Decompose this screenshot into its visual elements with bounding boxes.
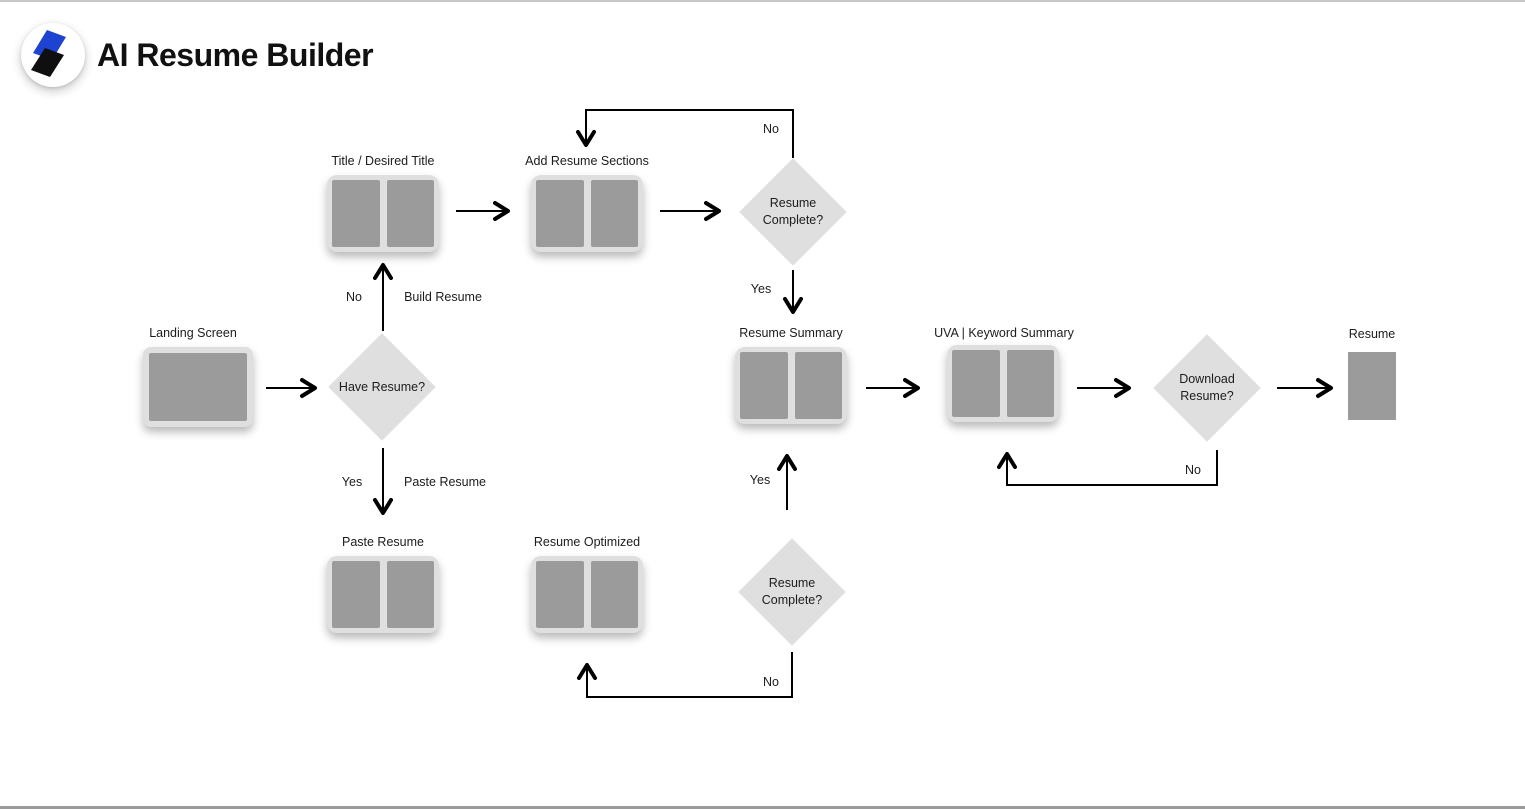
label-uva-keyword-summary: UVA | Keyword Summary xyxy=(934,326,1074,340)
top-border xyxy=(0,0,1525,2)
screen-pane xyxy=(952,350,1000,417)
edge-label-build-resume: Build Resume xyxy=(404,290,482,304)
label-resume-optimized: Resume Optimized xyxy=(533,535,641,549)
edge-label-no-bottom-loop: No xyxy=(763,675,779,689)
node-paste-resume xyxy=(327,556,439,633)
node-resume-optimized xyxy=(531,556,643,633)
screen-pane xyxy=(536,180,584,247)
app-logo xyxy=(21,23,85,87)
page-title: AI Resume Builder xyxy=(97,36,374,73)
screen-pane xyxy=(1006,350,1054,417)
edge-label-no-top-loop: No xyxy=(763,122,779,136)
screen-pane xyxy=(590,180,638,247)
edge-label-yes-top: Yes xyxy=(750,282,772,296)
screen-pane xyxy=(386,180,434,247)
edge-label-paste-resume: Paste Resume xyxy=(404,475,486,489)
edge-label-yes-bottom: Yes xyxy=(749,473,771,487)
loop-complete-top-no-to-add-sections xyxy=(576,109,794,158)
decision-label: Download Resume? xyxy=(1179,372,1235,403)
screen-pane xyxy=(590,561,638,628)
label-resume: Resume xyxy=(1348,327,1396,341)
decision-resume-complete-bottom: Resume Complete? xyxy=(738,538,846,646)
bottom-scrollbar xyxy=(0,806,1525,809)
label-title-desired-title: Title / Desired Title xyxy=(331,154,435,168)
screen-pane xyxy=(332,180,380,247)
header: AI Resume Builder xyxy=(21,23,374,87)
layered-bolt-icon xyxy=(31,30,66,77)
node-uva-keyword-summary xyxy=(947,345,1059,422)
edge-label-no-right-loop: No xyxy=(1185,463,1201,477)
screen-pane xyxy=(536,561,584,628)
decision-label: Resume Complete? xyxy=(761,576,823,607)
screen-pane xyxy=(386,561,434,628)
label-landing-screen: Landing Screen xyxy=(149,326,237,340)
label-add-resume-sections: Add Resume Sections xyxy=(525,154,649,168)
decision-label: Have Resume? xyxy=(338,379,426,394)
decision-resume-complete-top: Resume Complete? xyxy=(739,158,847,266)
screen-pane xyxy=(149,353,247,421)
node-landing-screen xyxy=(143,347,253,427)
label-paste-resume: Paste Resume xyxy=(342,535,424,549)
label-resume-summary: Resume Summary xyxy=(739,326,843,340)
decision-label: Resume Complete? xyxy=(762,196,824,227)
loop-download-no-to-uva xyxy=(997,450,1218,486)
node-title-desired-title xyxy=(327,175,439,252)
screen-pane xyxy=(740,352,788,419)
node-resume-summary xyxy=(735,347,847,424)
decision-download-resume: Download Resume? xyxy=(1153,334,1261,442)
screen-pane xyxy=(332,561,380,628)
edge-label-yes-paste: Yes xyxy=(341,475,363,489)
node-add-resume-sections xyxy=(531,175,643,252)
edge-label-no-build: No xyxy=(346,290,362,304)
screen-pane xyxy=(794,352,842,419)
node-resume-document xyxy=(1348,352,1396,420)
loop-complete-bottom-no-to-optimized xyxy=(577,652,793,698)
decision-have-resume: Have Resume? xyxy=(328,333,436,441)
